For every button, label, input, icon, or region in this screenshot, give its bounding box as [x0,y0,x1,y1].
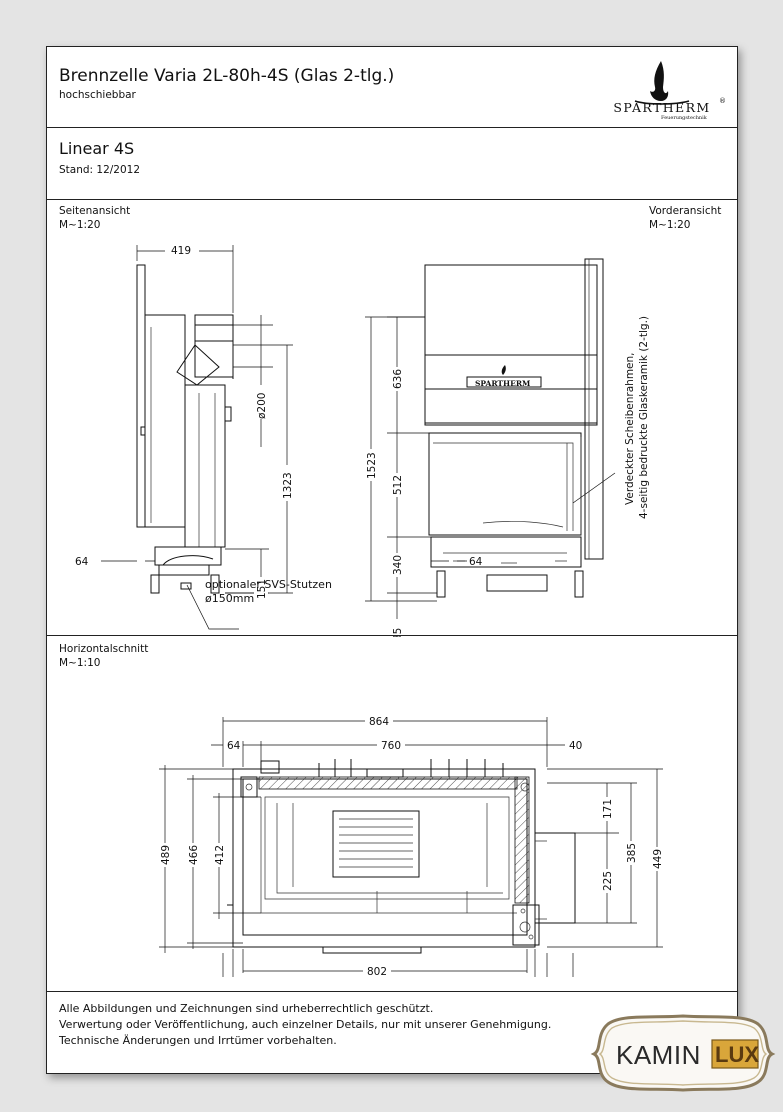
stamp-text-right: LUX [715,1042,759,1067]
section-dim-385: 385 [626,843,638,863]
kaminlux-stamp: KAMIN LUX [588,1010,778,1096]
front-brand-plate: SPARTHERM [475,379,530,388]
sheet-subtitle: hochschiebbar [59,89,136,101]
side-dim-1323: 1323 [282,472,294,499]
section-title: Horizontalschnitt [59,643,149,655]
front-dim-512: 512 [392,475,404,495]
section-dim-864: 864 [369,716,389,728]
footer-divider [47,991,737,992]
side-view-title: Seitenansicht [59,205,131,217]
section-dim-489: 489 [160,845,172,865]
section-dim-466: 466 [188,845,200,865]
front-dim-35: 35 [392,628,404,637]
front-note-line2: 4-seitig bedruckte Glaskeramik (2-tlg.) [638,316,650,519]
section-dim-225: 225 [602,871,614,891]
header-divider [47,127,737,128]
footer-line1: Alle Abbildungen und Zeichnungen sind ur… [59,1002,434,1015]
section-dim-412: 412 [214,845,226,865]
front-dim-340: 340 [392,555,404,575]
section-dim-64: 64 [227,740,241,752]
section-dim-171: 171 [602,799,614,819]
footer-line3: Technische Änderungen und Irrtümer vorbe… [59,1034,337,1047]
drawing-sheet: Brennzelle Varia 2L-80h-4S (Glas 2-tlg.)… [46,46,738,1074]
side-dim-200: ø200 [256,393,268,419]
section-dim-40: 40 [569,740,582,752]
side-dim-151: 151 [256,579,268,599]
section-dim-802: 802 [367,966,387,977]
section-dim-449: 449 [652,849,664,869]
section-scale: M~1:10 [59,657,101,669]
section-dim-760: 760 [381,740,401,752]
elevation-drawing: 419 ø200 1323 64 151 [75,244,650,637]
model-name: Linear 4S [59,139,135,158]
svs-note-line1: optionaler SVS-Stutzen [205,578,332,591]
side-dim-419: 419 [171,245,191,257]
model-stand: Stand: 12/2012 [59,164,141,176]
front-dim-1523: 1523 [366,452,378,479]
sheet-title: Brennzelle Varia 2L-80h-4S (Glas 2-tlg.) [59,66,395,86]
brand-logo: SPARTHERM ® Feuerungstechnik [595,53,729,127]
front-view-scale: M~1:20 [649,219,691,231]
front-dim-64: 64 [469,556,483,568]
front-view-drawing: SPARTHERM 1523 636 512 340 35 64 [363,258,650,637]
front-view-title: Vorderansicht [649,205,722,217]
side-view-scale: M~1:20 [59,219,101,231]
side-dim-64: 64 [75,556,89,568]
front-dim-636: 636 [392,369,404,389]
model-divider [47,199,737,200]
svs-note-line2: ø150mm [205,592,255,605]
side-view-drawing: 419 ø200 1323 64 151 [75,244,294,630]
stamp-frame-icon [590,1014,776,1092]
footer-line2: Verwertung oder Veröffentlichung, auch e… [59,1018,552,1031]
registered-mark: ® [719,97,726,105]
brand-name: SPARTHERM [613,100,711,115]
stamp-text-left: KAMIN [616,1040,701,1070]
horizontal-section-drawing: 864 64 760 40 489 466 412 171 225 385 44… [157,715,665,977]
brand-tagline: Feuerungstechnik [661,115,707,121]
flame-icon [634,61,690,105]
elevation-divider [47,635,737,636]
front-note-line1: Verdeckter Scheibenrahmen, [624,352,636,505]
